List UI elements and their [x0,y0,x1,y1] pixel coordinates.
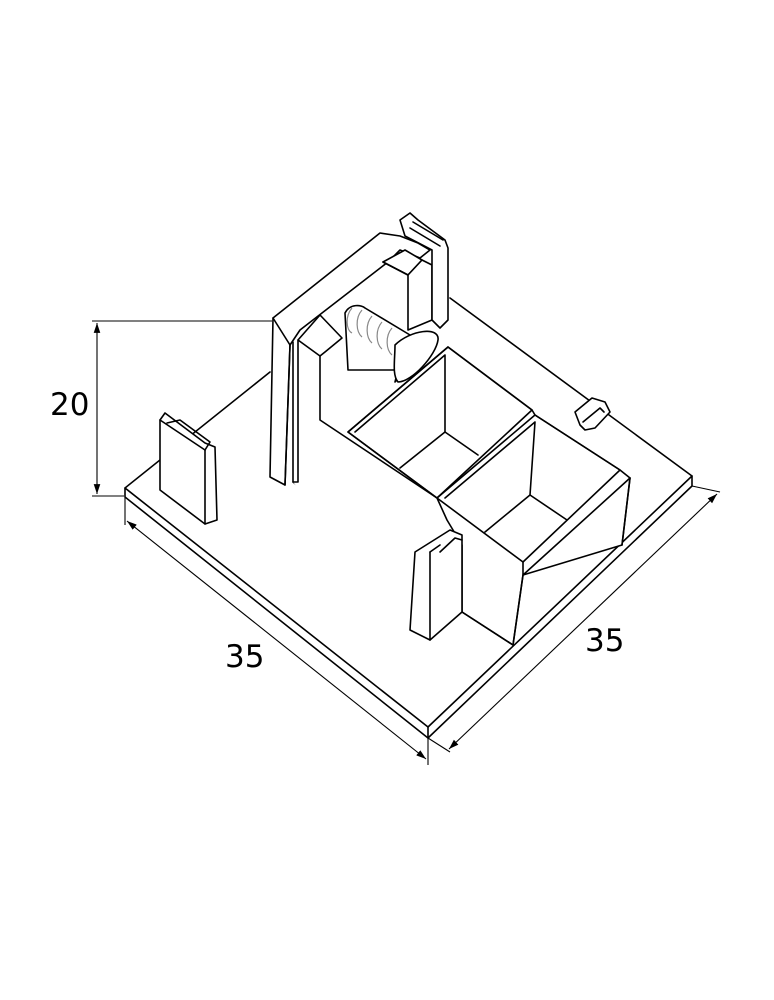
width-left-label: 35 [225,639,264,675]
dimension-width-left [124,497,429,765]
height-label: 20 [50,387,89,423]
dimension-width-right [427,485,721,753]
left-clip [159,412,218,525]
dimension-height [92,320,272,497]
width-right-label: 35 [585,623,624,659]
